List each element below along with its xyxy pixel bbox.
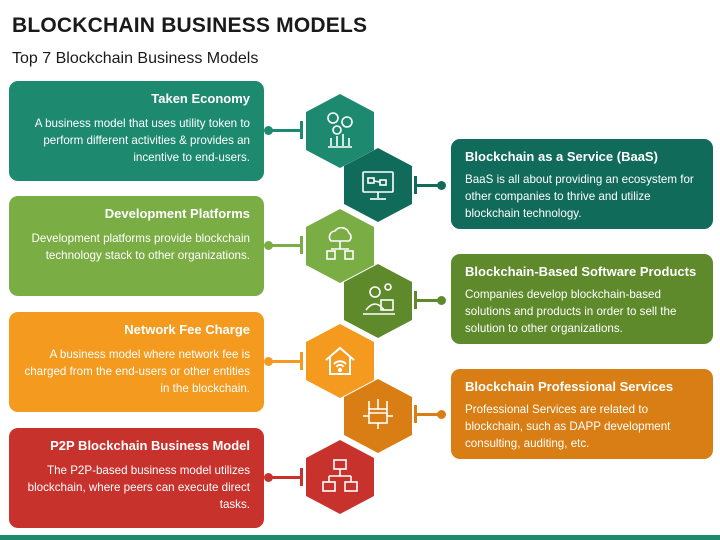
card-software-products: Blockchain-Based Software Products Compa… [451, 254, 713, 344]
card-description: A business model that uses utility token… [34, 117, 250, 164]
connector-dot [437, 410, 446, 419]
connector-tick [300, 121, 303, 139]
hexagon-development-platforms [306, 209, 374, 283]
card-description: Companies develop blockchain-based solut… [465, 288, 677, 335]
computer-chain-icon [362, 171, 394, 200]
card-title: Blockchain-Based Software Products [465, 264, 697, 279]
page-title: BLOCKCHAIN BUSINESS MODELS [12, 14, 368, 37]
card-professional-services: Blockchain Professional Services Profess… [451, 369, 713, 459]
hexagon-token-economy [306, 94, 374, 168]
card-network-fee: Network Fee Charge A business model wher… [9, 312, 264, 412]
cloud-network-icon [326, 226, 354, 260]
card-description: The P2P-based business model utilizes bl… [27, 464, 250, 511]
card-title: P2P Blockchain Business Model [50, 438, 250, 453]
connector-line [268, 244, 302, 247]
connector-line [416, 413, 440, 416]
hexagon-network-fee [306, 324, 374, 398]
card-description: Professional Services are related to blo… [465, 403, 671, 450]
connector-tick [300, 468, 303, 486]
card-title: Blockchain Professional Services [465, 379, 674, 394]
card-title: Taken Economy [151, 91, 250, 106]
bottom-accent-bar [0, 535, 720, 540]
connector-tick [300, 236, 303, 254]
card-development-platforms: Development Platforms Development platfo… [9, 196, 264, 296]
connector-line [416, 299, 440, 302]
connector-tick [300, 352, 303, 370]
card-baas: Blockchain as a Service (BaaS) BaaS is a… [451, 139, 713, 229]
box-network-icon [363, 399, 393, 429]
token-economy-icon [327, 112, 353, 148]
page-subtitle: Top 7 Blockchain Business Models [12, 50, 259, 67]
connector-line [268, 360, 302, 363]
connector-tick [414, 405, 417, 423]
connector-line [268, 476, 302, 479]
card-title: Blockchain as a Service (BaaS) [465, 149, 658, 164]
card-description: Development platforms provide blockchain… [31, 232, 250, 262]
wifi-home-icon [325, 346, 355, 375]
card-title: Network Fee Charge [124, 322, 250, 337]
card-description: BaaS is all about providing an ecosystem… [465, 173, 694, 220]
p2p-network-icon [322, 459, 358, 492]
connector-line [416, 184, 440, 187]
card-title: Development Platforms [104, 206, 250, 221]
connector-line [268, 129, 302, 132]
hexagon-p2p [306, 440, 374, 514]
connector-dot [437, 296, 446, 305]
hexagon-baas [344, 148, 412, 222]
card-token-economy: Taken Economy A business model that uses… [9, 81, 264, 181]
connector-tick [414, 176, 417, 194]
hexagon-professional-services [344, 379, 412, 453]
connector-dot [437, 181, 446, 190]
card-p2p: P2P Blockchain Business Model The P2P-ba… [9, 428, 264, 528]
card-description: A business model where network fee is ch… [24, 348, 250, 395]
hexagon-software-products [344, 264, 412, 338]
software-developer-icon [363, 283, 395, 315]
connector-tick [414, 291, 417, 309]
